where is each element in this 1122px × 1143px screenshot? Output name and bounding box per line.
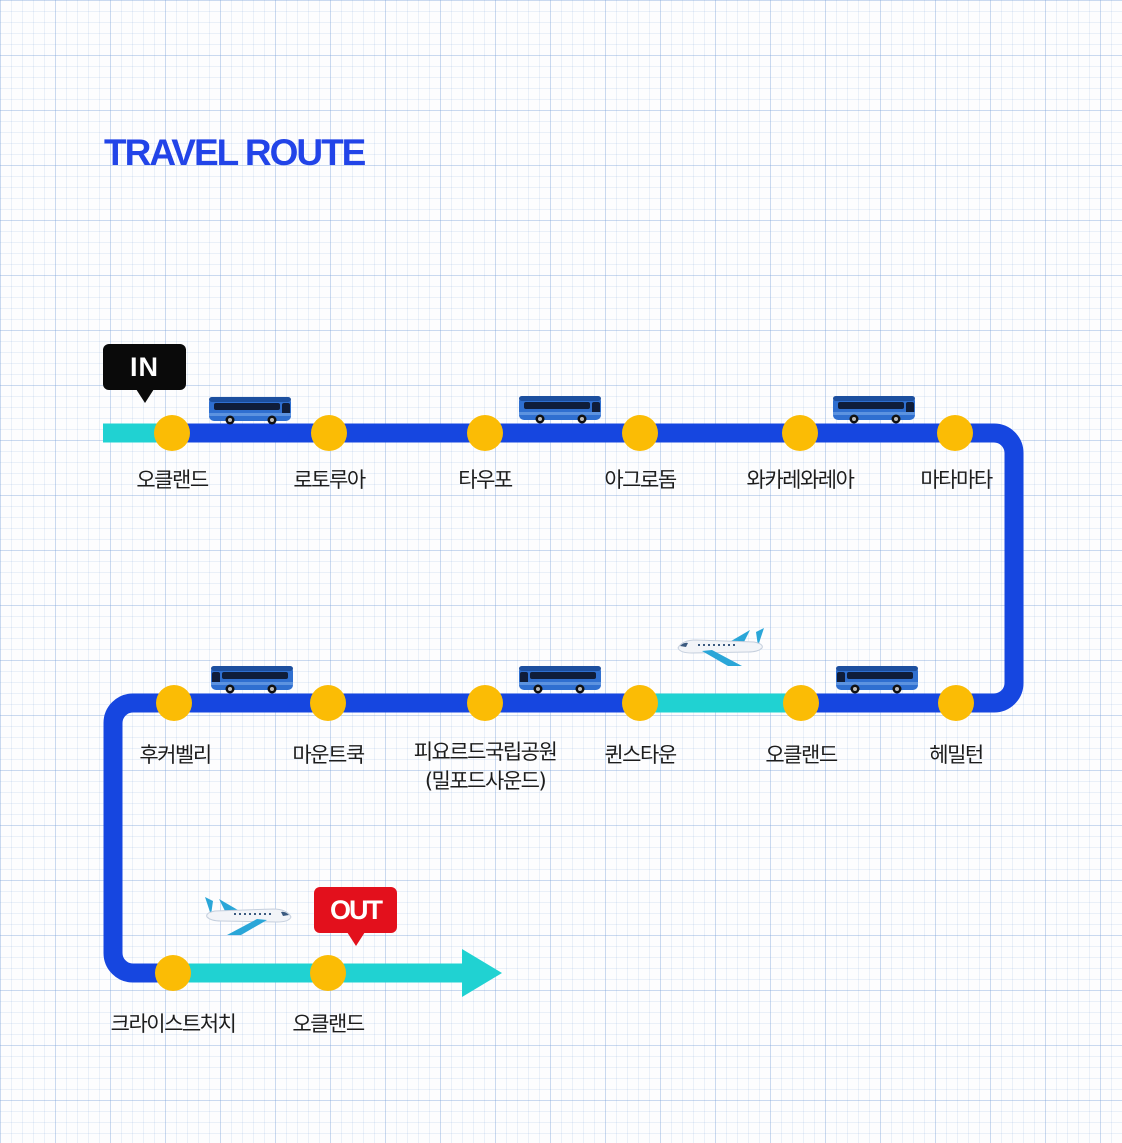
bus-icon <box>519 396 601 424</box>
stop-dot-fiordland <box>467 685 503 721</box>
stop-dot-auckland-start <box>154 415 190 451</box>
stop-dot-rotorua <box>311 415 347 451</box>
bus-icon <box>833 396 915 424</box>
stop-dot-auckland-mid <box>783 685 819 721</box>
stop-label-wakarewarewa: 와카레와레아 <box>746 468 855 492</box>
stop-dot-mount-cook <box>310 685 346 721</box>
in-badge: IN <box>103 344 186 403</box>
stop-dot-wakarewarewa <box>782 415 818 451</box>
stop-label-fiordland-line2: (밀포드사운드) <box>424 769 547 793</box>
out-badge: OUT <box>314 887 397 946</box>
stop-label-matamata: 마타마타 <box>920 468 993 492</box>
stop-label-mount-cook: 마운트쿡 <box>292 743 365 767</box>
stop-dot-christchurch <box>155 955 191 991</box>
stop-label-auckland-start: 오클랜드 <box>136 468 209 492</box>
airplane-icon <box>205 897 292 935</box>
stop-label-taupo: 타우포 <box>458 468 513 492</box>
stop-dot-matamata <box>937 415 973 451</box>
stop-label-fiordland: 피요르드국립공원 (밀포드사운드) <box>385 738 585 796</box>
bus-icon <box>836 666 918 694</box>
bus-icon <box>209 397 291 425</box>
stop-dot-auckland-end <box>310 955 346 991</box>
stop-dot-hamilton <box>938 685 974 721</box>
route-end-arrow <box>462 949 502 997</box>
stop-label-auckland-mid: 오클랜드 <box>765 743 838 767</box>
page-title: TRAVEL ROUTE <box>104 132 366 173</box>
stop-label-agrodome: 아그로돔 <box>604 468 677 492</box>
stop-dots <box>154 415 974 991</box>
stop-dot-agrodome <box>622 415 658 451</box>
stop-label-fiordland-line1: 피요르드국립공원 <box>413 740 558 764</box>
stop-label-hamilton: 헤밀턴 <box>929 743 984 767</box>
stop-label-queenstown: 퀸스타운 <box>604 743 677 767</box>
bus-icon <box>519 666 601 694</box>
stop-label-christchurch: 크라이스트처치 <box>110 1012 237 1036</box>
stop-label-rotorua: 로토루아 <box>293 468 366 492</box>
route-line-bus <box>103 423 1024 983</box>
stop-label-hooker-valley: 후커벨리 <box>139 743 212 767</box>
stop-dot-queenstown <box>622 685 658 721</box>
stop-label-auckland-end: 오클랜드 <box>292 1012 365 1036</box>
airplane-icon <box>677 628 764 666</box>
stop-dot-taupo <box>467 415 503 451</box>
bus-icon <box>211 666 293 694</box>
stop-dot-hooker-valley <box>156 685 192 721</box>
